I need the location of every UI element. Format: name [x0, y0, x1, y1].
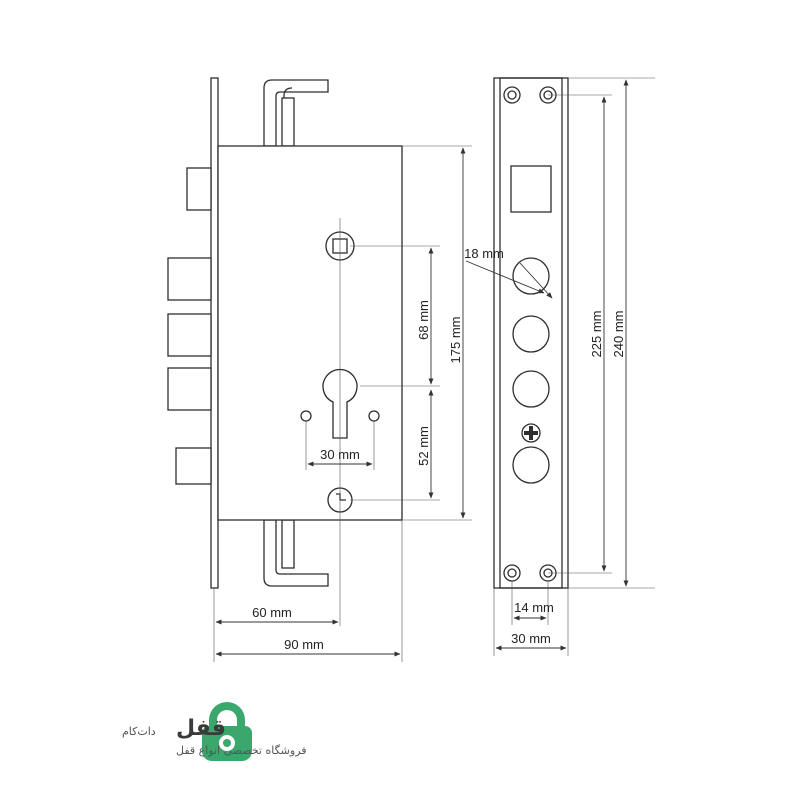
brand-logo: قفل دات‌کام فروشگاه تخصصی انواع قفل — [122, 702, 307, 761]
dim-52: 52 mm — [416, 426, 431, 466]
dim-90: 90 mm — [284, 637, 324, 652]
lock-case — [217, 145, 403, 521]
bolt-hole-3 — [512, 370, 550, 408]
bolt-hole-4 — [512, 446, 550, 484]
dim-18: 18 mm — [464, 246, 504, 261]
dim-30-center: 30 mm — [320, 447, 360, 462]
logo-mark-icon — [202, 702, 252, 761]
dim-175: 175 mm — [448, 317, 463, 364]
top-hook — [263, 79, 329, 147]
screw-hole-right — [368, 410, 380, 422]
faceplate-screw-top-left — [503, 86, 521, 104]
latch-bolt — [186, 167, 212, 211]
logo-domain: دات‌کام — [122, 725, 156, 738]
bottom-hook — [263, 519, 329, 587]
faceplate-side-view — [493, 77, 569, 589]
logo-tagline: فروشگاه تخصصی انواع قفل — [176, 744, 307, 757]
faceplate-screw-bottom-left — [503, 564, 521, 582]
dead-bolt-3 — [167, 367, 212, 411]
lock-body-front-view — [167, 77, 403, 626]
latch-opening — [510, 165, 552, 213]
bolt-hole-2 — [512, 315, 550, 353]
dim-225: 225 mm — [589, 311, 604, 358]
right-dimensions: 18 mm 225 mm 240 mm 14 mm 30 mm — [464, 77, 655, 656]
left-dimensions: 68 mm 52 mm 175 mm 30 mm 60 mm 90 mm — [213, 145, 472, 662]
logo-name: قفل — [176, 716, 226, 741]
dead-bolt-1 — [167, 257, 212, 301]
dead-bolt-2 — [167, 313, 212, 357]
dim-68: 68 mm — [416, 300, 431, 340]
bottom-bolt — [175, 447, 212, 485]
dim-240: 240 mm — [611, 311, 626, 358]
screw-hole-left — [300, 410, 312, 422]
dim-60: 60 mm — [252, 605, 292, 620]
front-plate-strip — [210, 77, 219, 589]
dim-14: 14 mm — [514, 600, 554, 615]
dim-30-plate: 30 mm — [511, 631, 551, 646]
